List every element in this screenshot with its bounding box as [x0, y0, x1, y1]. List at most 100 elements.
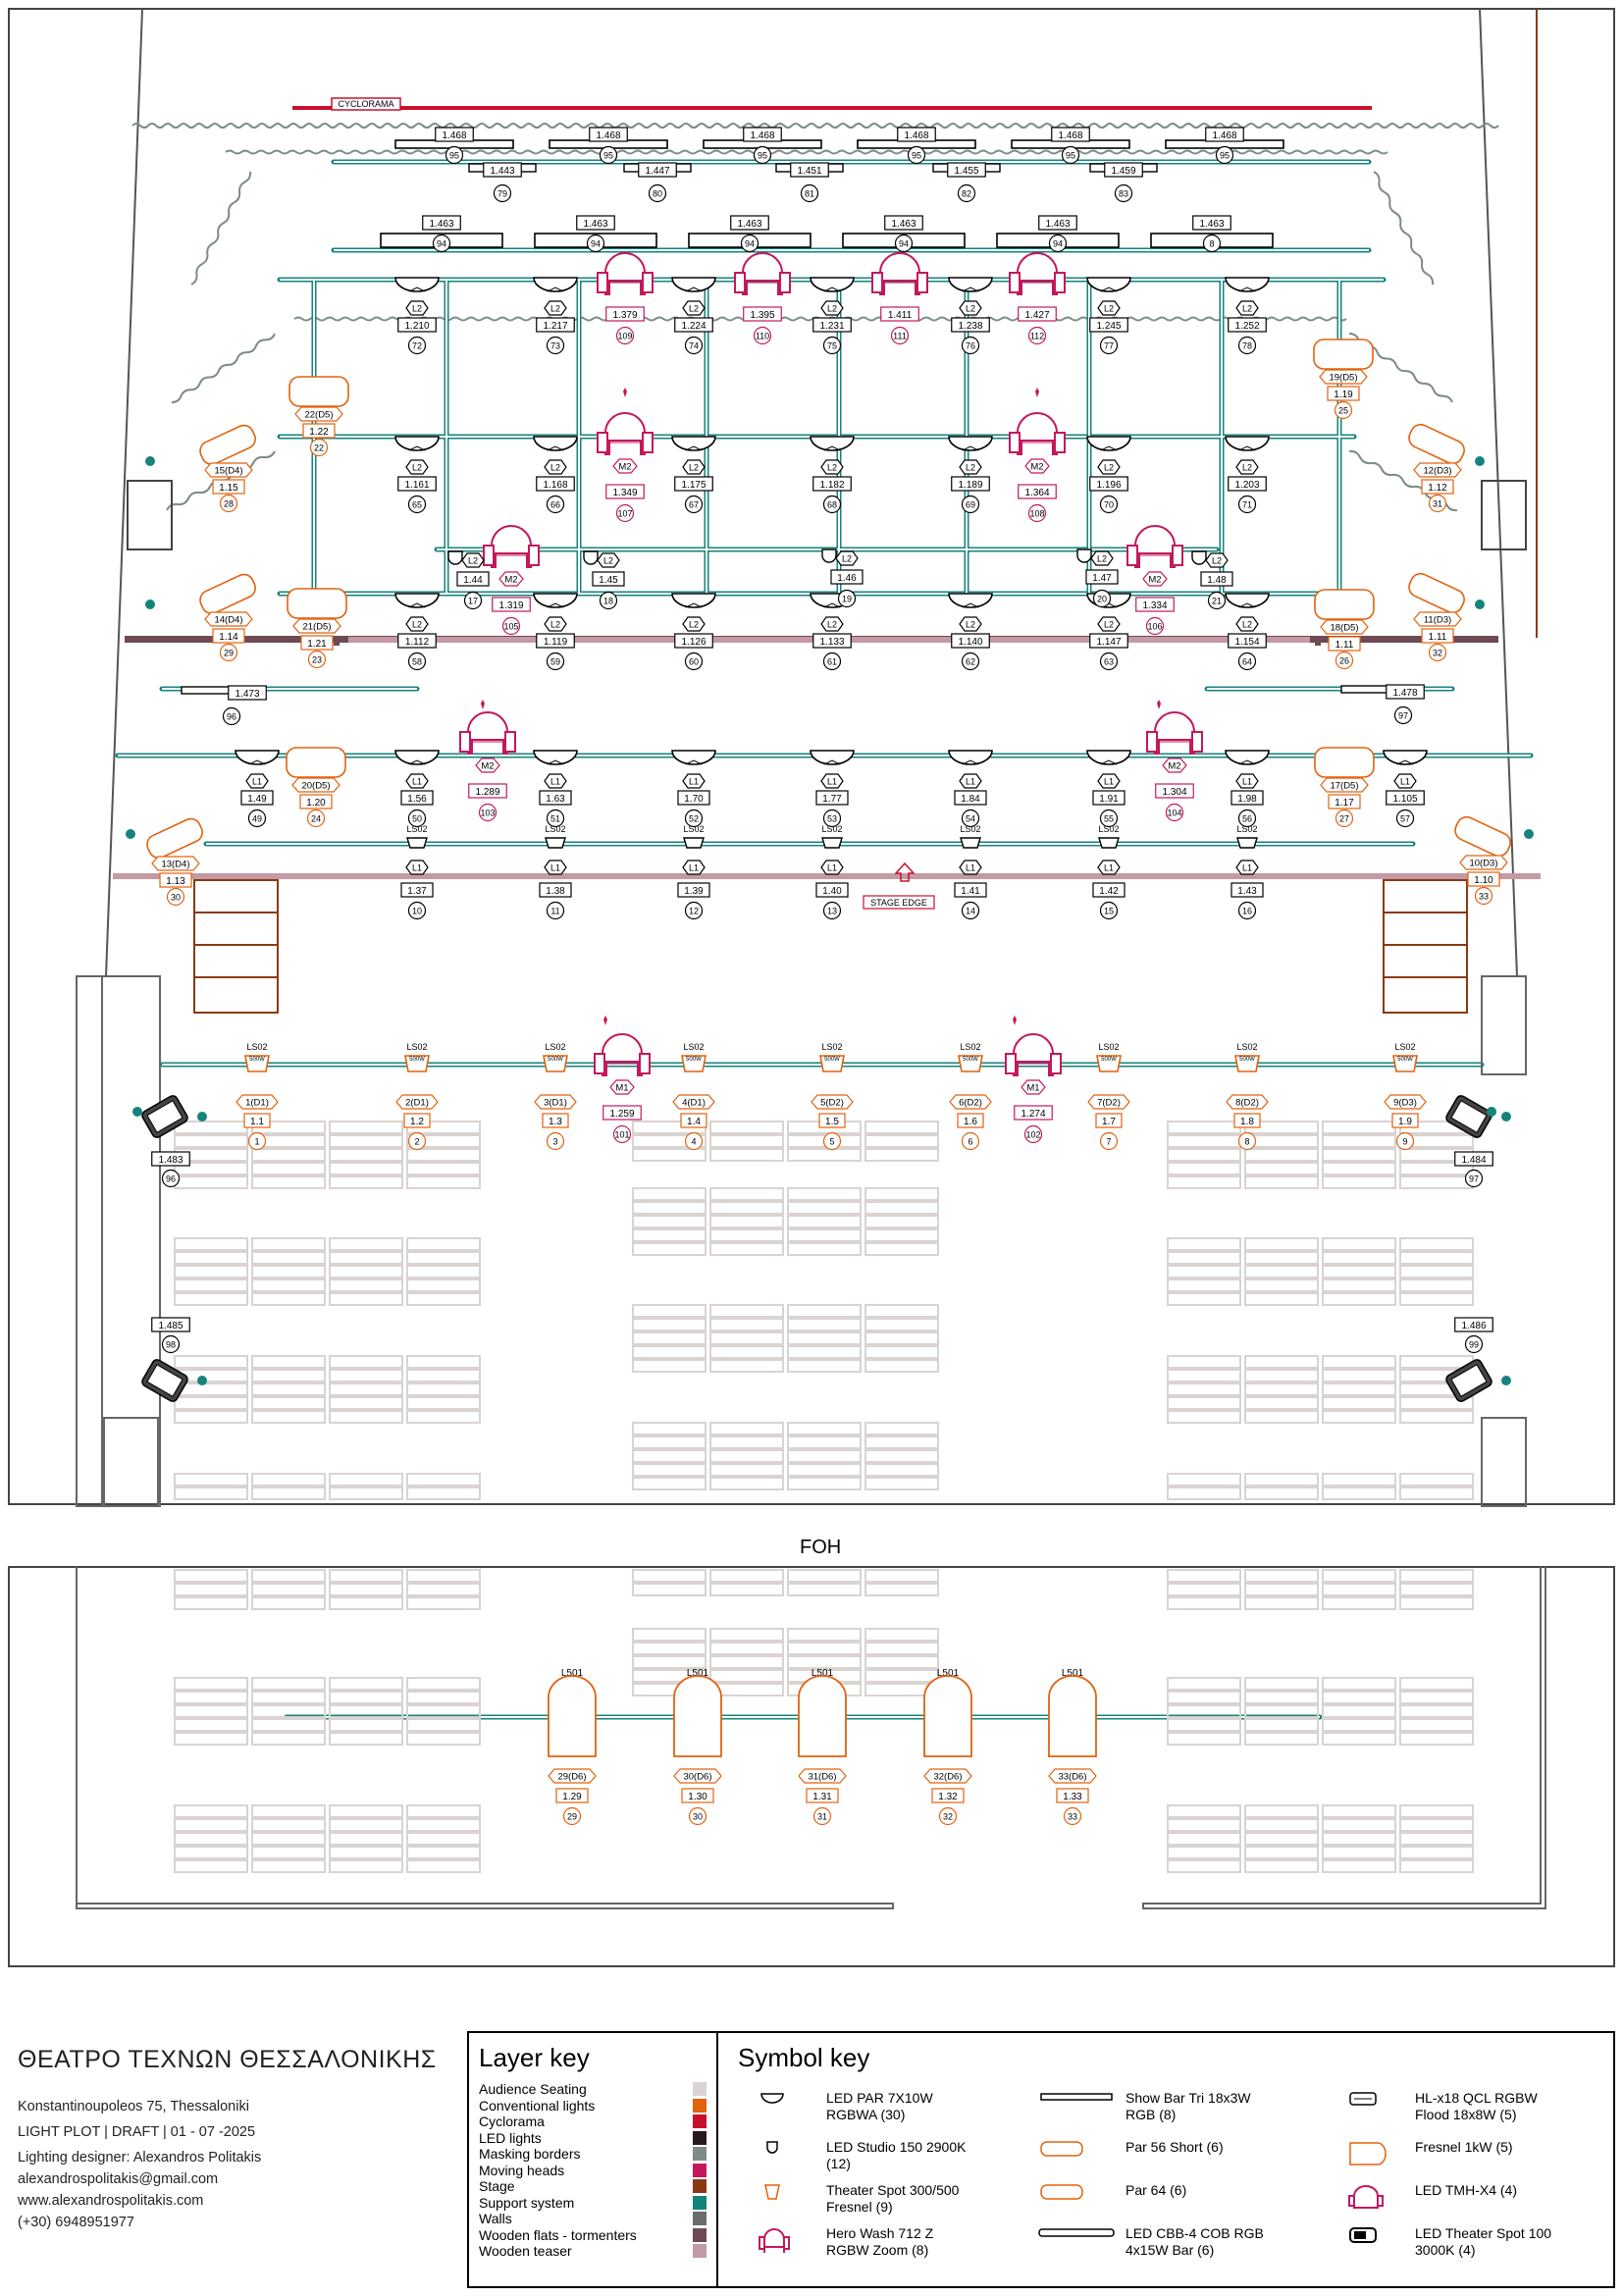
- seat-row: [406, 1487, 481, 1500]
- fixture-id: 1.19: [1334, 390, 1353, 400]
- seat-row: [787, 1463, 862, 1477]
- seat-row: [864, 1449, 939, 1463]
- seat-row: [1322, 1846, 1396, 1859]
- dimmer-label: 12(D3): [1423, 466, 1451, 477]
- seat-row: [329, 1355, 403, 1369]
- dimmer-label: 22(D5): [304, 410, 333, 421]
- pipe-clamp: [1475, 456, 1485, 466]
- fixture-type: L1: [252, 777, 262, 787]
- seat-row: [864, 1318, 939, 1331]
- seat-row: [1244, 1162, 1319, 1175]
- dimmer-label: 30(D6): [683, 1772, 711, 1783]
- fixture-id: 1.15: [219, 483, 238, 494]
- fixture-id: 1.11: [1335, 640, 1354, 651]
- fixture-id: 1.483: [158, 1155, 183, 1166]
- seat-row: [174, 1134, 248, 1148]
- seat-row: [787, 1304, 862, 1318]
- channel-number: 18: [603, 597, 613, 606]
- seat-row: [329, 1134, 403, 1148]
- seat-row: [632, 1331, 707, 1345]
- masking-border: [171, 333, 276, 404]
- theater-spot-icon: [1236, 837, 1258, 849]
- fixture-type: L1: [412, 777, 422, 787]
- fixture-id: 1.44: [463, 575, 483, 586]
- pipe-clamp: [1475, 600, 1485, 609]
- fixture-id: 1.168: [543, 480, 567, 491]
- theatre-name: ΘΕΑΤΡΟ ΤΕΧΝΩΝ ΘΕΣΣΑΛΟΝΙΚΗΣ: [18, 2046, 437, 2073]
- moving-head-icon: [1017, 252, 1058, 295]
- seat-row: [1244, 1237, 1319, 1251]
- channel-number: 28: [224, 499, 234, 509]
- channel-number: 108: [1029, 509, 1044, 519]
- fixture-id: 1.43: [1237, 886, 1257, 897]
- channel-number: 72: [412, 341, 422, 351]
- moving-head-icon: [491, 525, 532, 568]
- channel-number: 59: [550, 657, 560, 667]
- fixture-id: 1.105: [1392, 794, 1417, 805]
- seat-row: [787, 1628, 862, 1642]
- layer-key-item: Conventional lights: [479, 2098, 707, 2114]
- fixture-tag: L501: [1062, 1668, 1084, 1679]
- seat-row: [709, 1359, 784, 1373]
- fixture-id: 1.468: [596, 130, 620, 141]
- seat-row: [632, 1215, 707, 1228]
- seat-row: [251, 1148, 326, 1162]
- channel-number: 107: [617, 509, 632, 519]
- fixture-tag: 500W: [249, 1057, 265, 1063]
- seat-row: [787, 1242, 862, 1256]
- seat-row: [864, 1628, 939, 1642]
- cyclorama-label: CYCLORAMA: [338, 99, 393, 109]
- fixture-tag: LS02: [960, 1042, 980, 1052]
- seat-row: [632, 1134, 707, 1148]
- layer-name: Stage: [479, 2178, 515, 2195]
- seat-row: [1244, 1369, 1319, 1383]
- seat-row: [709, 1628, 784, 1642]
- channel-number: 110: [756, 332, 769, 341]
- fixture-id: 1.154: [1234, 637, 1259, 648]
- moving-head-icon: [604, 252, 646, 295]
- fixture-id: 1.252: [1234, 321, 1259, 332]
- symbol-key-item: LED CBB-4 COB RGB 4x15W Bar (6): [1126, 2225, 1264, 2258]
- seat-row: [787, 1655, 862, 1669]
- seat-row: [1167, 1237, 1241, 1251]
- fixture-tag: 500W: [409, 1057, 425, 1063]
- seat-row: [406, 1704, 481, 1718]
- seat-row: [1244, 1265, 1319, 1278]
- seat-row: [1244, 1175, 1319, 1189]
- fixture-id: 1.463: [1199, 219, 1224, 230]
- seat-row: [1399, 1487, 1474, 1500]
- seat-row: [1244, 1691, 1319, 1704]
- stage-edge-label: STAGE EDGE: [870, 898, 927, 908]
- seat-row: [174, 1677, 248, 1691]
- fixture-type: L2: [550, 620, 560, 630]
- seat-row: [709, 1655, 784, 1669]
- seat-row: [632, 1228, 707, 1242]
- channel-number: 33: [1068, 1812, 1077, 1822]
- channel-number: 2: [414, 1137, 419, 1147]
- seat-row: [632, 1187, 707, 1201]
- stage-frame: [8, 8, 1615, 1505]
- channel-number: 95: [603, 151, 613, 161]
- seat-row: [709, 1569, 784, 1583]
- fixture-id: 1.463: [1045, 219, 1070, 230]
- seat-row: [1399, 1859, 1474, 1873]
- par-icon: [146, 817, 203, 860]
- channel-number: 52: [689, 814, 699, 824]
- fixture-id: 1.41: [961, 886, 980, 897]
- theater-spot-icon: [821, 837, 843, 849]
- seat-row: [406, 1804, 481, 1818]
